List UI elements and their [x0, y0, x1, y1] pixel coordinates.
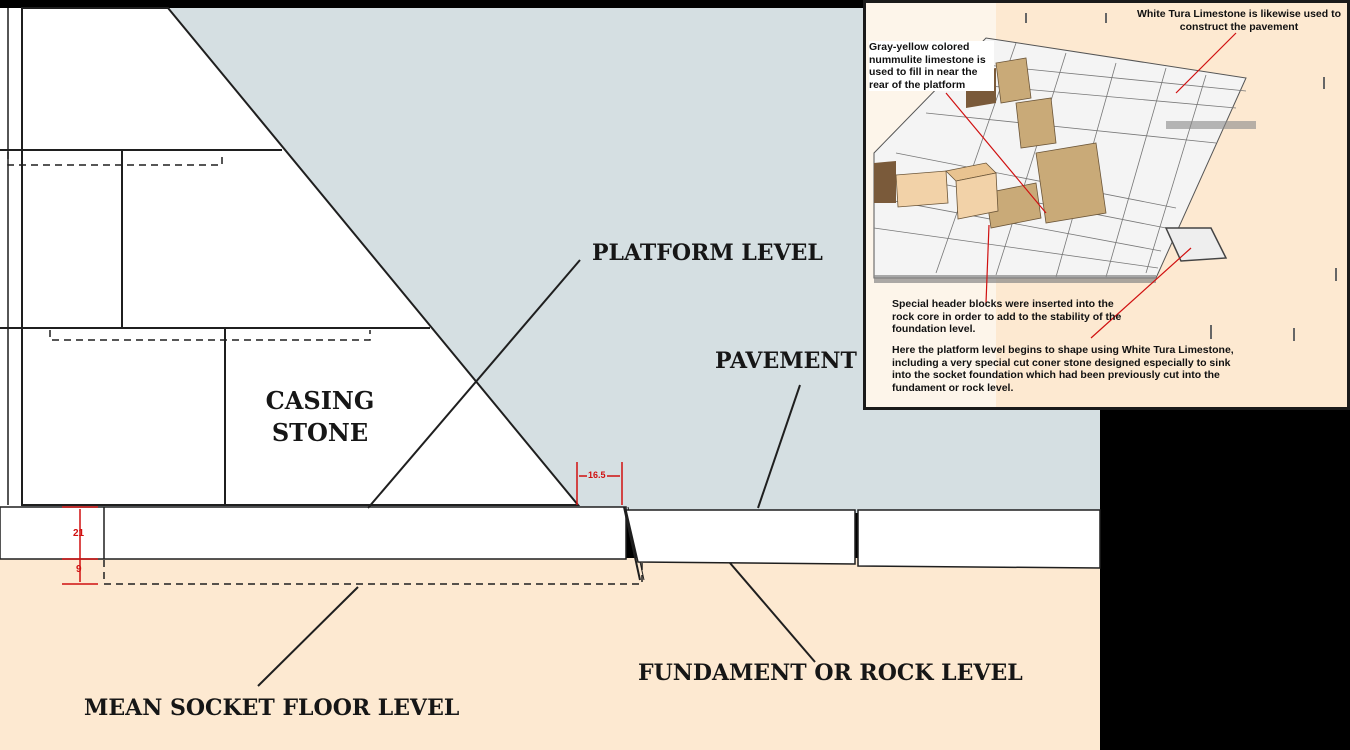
inset-corner-stone: [1164, 227, 1228, 262]
dashed-socket-floor: [103, 560, 643, 585]
dashed-socket-upper: [7, 152, 223, 166]
platform-level-label: PLATFORM LEVEL: [592, 240, 823, 266]
slanted-joint: [623, 506, 641, 581]
leader-platform: [367, 259, 581, 509]
inset-red-leaders: [945, 32, 1237, 339]
dashed-socket-middle: [49, 330, 371, 341]
ground-area: [0, 558, 1100, 750]
inset-nummulite-blocks: [985, 57, 1107, 229]
pavement-slab-2: [857, 509, 1101, 569]
dim-offset: 16.5: [587, 470, 607, 480]
pavement-slab-1: [625, 509, 856, 565]
note-platform-begins: Here the platform level begins to shape …: [892, 344, 1234, 394]
casing-stone-line2: STONE: [271, 418, 369, 447]
casing-stone-line1: CASING: [265, 386, 375, 415]
dim-platform-thickness: 21: [73, 528, 85, 539]
note-white-tura: White Tura Limestone is likewise used to…: [1136, 8, 1342, 33]
dim-socket-depth: 9: [76, 564, 82, 575]
inset-illustration: White Tura Limestone is likewise used to…: [863, 0, 1350, 410]
inset-rough-edge-2: [1166, 121, 1256, 129]
mean-socket-floor-label: MEAN SOCKET FLOOR LEVEL: [84, 695, 460, 721]
leader-lines: [257, 259, 816, 687]
casing-stone-label: CASING STONE: [250, 385, 390, 449]
leader-fundament: [729, 562, 816, 663]
inset-survey-posts: [1025, 13, 1337, 341]
pyramid-core: [0, 8, 22, 508]
platform-slab: [0, 506, 627, 560]
leader-socket: [257, 586, 359, 687]
fundament-label: FUNDAMENT OR ROCK LEVEL: [638, 660, 1023, 686]
pavement-label: PAVEMENT: [715, 348, 857, 374]
leader-pavement: [757, 384, 801, 509]
inset-header-blocks: [895, 162, 999, 220]
note-header-blocks: Special header blocks were inserted into…: [892, 298, 1122, 335]
inset-rough-edge: [874, 275, 1156, 283]
note-nummulite: Gray-yellow colored nummulite limestone …: [869, 41, 994, 91]
